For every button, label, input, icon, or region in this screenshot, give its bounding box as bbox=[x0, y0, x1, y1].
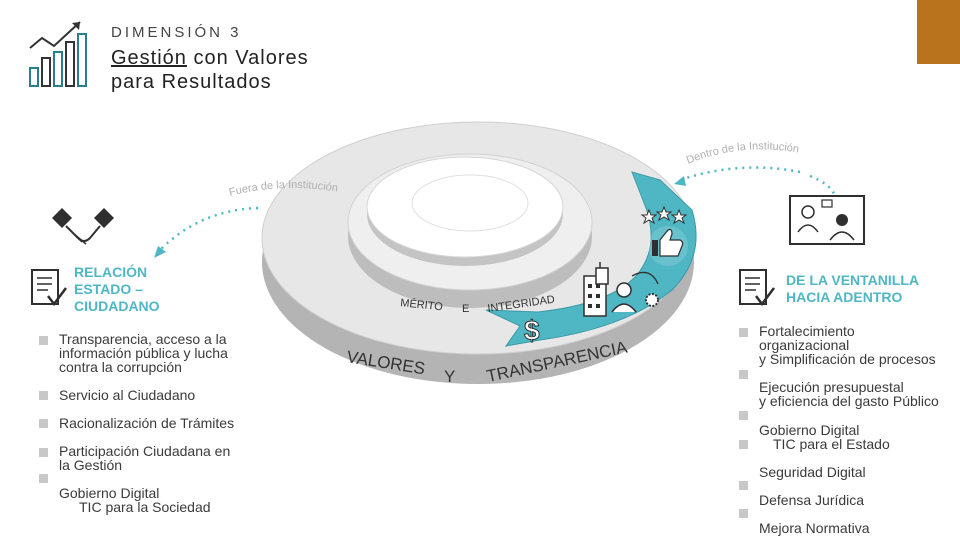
teal-arrow bbox=[485, 171, 697, 347]
document-check-icon bbox=[31, 269, 67, 307]
inner-ring-text-1: MÉRITO bbox=[400, 296, 444, 313]
inner-ring-text-2: E bbox=[462, 303, 469, 315]
building-icon bbox=[583, 262, 609, 317]
title-part1: Gestión bbox=[111, 47, 187, 69]
left-heading: RELACIÓN ESTADO – CIUDADANO bbox=[74, 264, 160, 315]
right-heading-line: HACIA ADENTRO bbox=[786, 289, 903, 305]
corner-accent-box bbox=[917, 0, 960, 64]
inside-label: Dentro de la Institución bbox=[685, 140, 800, 166]
stars-icon bbox=[640, 205, 688, 225]
title-line2: para Resultados bbox=[111, 71, 272, 93]
title-part2: con Valores bbox=[186, 47, 309, 69]
svg-text:$: $ bbox=[524, 315, 540, 346]
left-heading-line: CIUDADANO bbox=[74, 298, 160, 314]
bar-chart-icon bbox=[29, 21, 87, 87]
dollar-icon: $ bbox=[524, 315, 541, 347]
document-check-icon-right bbox=[739, 269, 775, 307]
right-heading: DE LA VENTANILLA HACIA ADENTRO bbox=[786, 272, 919, 306]
thumbs-up-icon bbox=[648, 226, 688, 266]
svg-text:Dentro de la Institución: Dentro de la Institución bbox=[685, 140, 800, 166]
person-gear-icon bbox=[611, 271, 659, 313]
page-title: Gestión con Valores para Resultados bbox=[111, 46, 309, 94]
right-heading-line: DE LA VENTANILLA bbox=[786, 272, 919, 288]
outer-ring-text-2: Y bbox=[444, 367, 455, 386]
video-meeting-icon bbox=[789, 195, 865, 245]
left-heading-line: ESTADO – bbox=[74, 281, 143, 297]
dimension-label: DIMENSIÓN 3 bbox=[111, 24, 242, 41]
handshake-icon bbox=[52, 208, 114, 245]
left-heading-line: RELACIÓN bbox=[74, 264, 148, 280]
